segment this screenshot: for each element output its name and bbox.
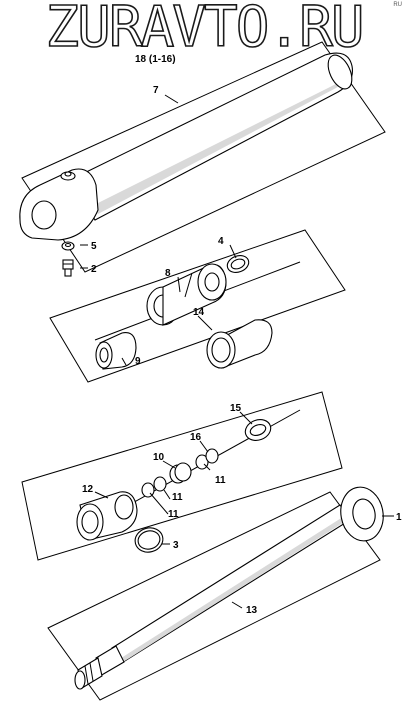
callout-labels: 18 (1-16) 7 5 2 4 8 14 9 15 16 10 11 11 …	[82, 54, 402, 616]
callout-7: 7	[153, 85, 159, 96]
callout-10: 10	[153, 452, 165, 463]
ring-part-10	[169, 462, 192, 484]
callout-3: 3	[173, 540, 179, 551]
o-ring-part-4	[226, 255, 250, 273]
callout-4: 4	[218, 236, 224, 247]
rod-eye-part-1	[340, 486, 384, 542]
tube-end-cap	[327, 54, 353, 90]
callout-14: 14	[193, 307, 205, 318]
callout-11-c: 11	[168, 509, 179, 520]
callout-13: 13	[246, 605, 258, 616]
piston-part-8	[146, 263, 227, 326]
callout-1: 1	[396, 512, 402, 523]
bushing-part-9	[95, 332, 137, 370]
callout-5: 5	[91, 241, 97, 252]
cylinder-tube	[69, 52, 353, 221]
callout-8: 8	[165, 268, 171, 279]
leader-lines	[80, 94, 394, 609]
callout-15: 15	[230, 403, 242, 414]
cylinder-tube-part-7	[19, 41, 386, 273]
rod-head-group-panel	[21, 391, 343, 561]
rod-head-part-12	[76, 491, 138, 541]
piston-group-panel	[49, 229, 346, 383]
assembly-label: 18 (1-16)	[135, 54, 176, 65]
wear-ring-part-14	[206, 319, 273, 369]
seal-part-3	[134, 527, 164, 553]
rod-eye-head	[19, 168, 99, 241]
corner-mark: RU	[393, 2, 402, 8]
callout-2: 2	[91, 264, 97, 275]
wiper-part-15	[244, 419, 272, 441]
callout-9: 9	[135, 356, 141, 367]
callout-11-a: 11	[215, 475, 226, 486]
callout-16: 16	[190, 432, 202, 443]
ring-part-16	[205, 448, 219, 464]
eye-hole	[31, 200, 57, 230]
grease-fitting-part-2	[62, 259, 74, 277]
washer-part-5	[61, 241, 75, 251]
callout-12: 12	[82, 484, 94, 495]
piston-rod-part-13	[47, 486, 384, 701]
callout-11-b: 11	[172, 492, 183, 503]
tube-panel	[21, 41, 386, 273]
